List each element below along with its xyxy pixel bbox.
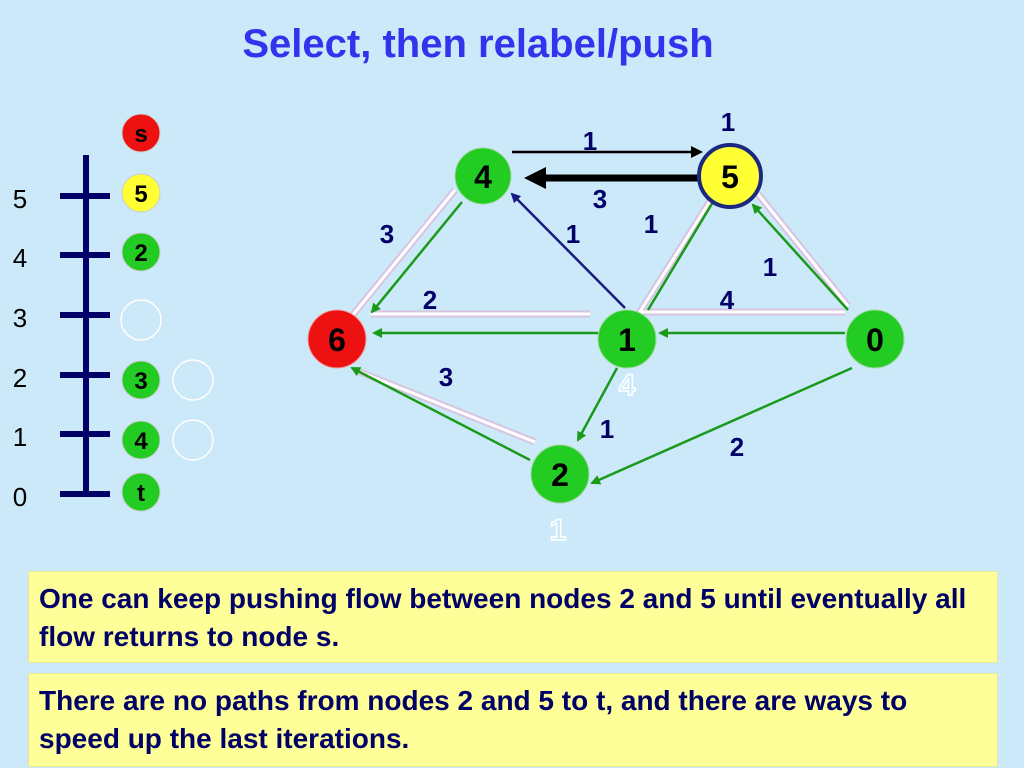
edge-2-6	[350, 366, 531, 462]
node-label: 4	[474, 159, 492, 195]
residual-arrow-inner	[756, 193, 850, 307]
scale-marker-label: 5	[134, 181, 147, 208]
level-scale: 5 4 3 2 1 0 s 5 2 3 4 t	[13, 113, 214, 512]
node-5: 5	[697, 143, 763, 209]
edge-0-5	[751, 203, 849, 311]
residual-arrow-inner	[350, 189, 457, 317]
edge-label: 1	[644, 209, 658, 239]
node-6: 6	[307, 309, 367, 369]
scale-marker	[121, 360, 161, 400]
empty-slot	[172, 419, 214, 461]
edge-label: 3	[380, 219, 394, 249]
ghost-label: 4	[619, 369, 636, 402]
diagram: 5 4 3 2 1 0 s 5 2 3 4 t	[13, 107, 905, 548]
node-4: 4	[454, 147, 512, 205]
edge-label: 4	[720, 285, 735, 315]
node-label: 5	[721, 159, 739, 195]
ghost-label: 1	[550, 514, 567, 547]
edge-label: 1	[763, 252, 777, 282]
edge-1-4	[510, 192, 626, 309]
scale-marker-label: s	[134, 121, 147, 148]
edge-label: 2	[423, 285, 437, 315]
node-0: 0	[845, 309, 905, 369]
edge-label: 3	[439, 362, 453, 392]
slide-title: Select, then relabel/push	[242, 22, 714, 66]
empty-slot	[172, 359, 214, 401]
edge-label: 1	[600, 414, 614, 444]
node-1: 1	[597, 309, 657, 369]
edge-label: 1	[583, 126, 597, 156]
edge-label: 2	[730, 432, 744, 462]
scale-marker	[121, 173, 161, 213]
node-label: 6	[328, 322, 346, 358]
residual-arrow-inner	[634, 197, 714, 319]
scale-marker-label: t	[137, 480, 145, 507]
scale-marker	[121, 420, 161, 460]
edge-5-1	[646, 201, 715, 311]
scale-marker-label: 4	[134, 428, 148, 455]
scale-marker-s	[121, 113, 161, 153]
scale-marker-label: 3	[134, 368, 147, 395]
note-box-1: One can keep pushing flow between nodes …	[28, 571, 998, 663]
scale-marker	[121, 232, 161, 272]
level-label: 2	[13, 363, 27, 393]
empty-slot	[120, 299, 162, 341]
node-label: 0	[866, 322, 884, 358]
node-2: 2	[530, 444, 590, 504]
residual-arrow-inner	[354, 368, 536, 444]
node-label: 2	[551, 457, 569, 493]
level-label: 0	[13, 482, 27, 512]
edge-4-6	[370, 201, 463, 314]
note-box-2: There are no paths from nodes 2 and 5 to…	[28, 673, 998, 767]
edge-label: 1	[721, 107, 735, 137]
edge-label: 3	[593, 184, 607, 214]
edge-label: 1	[566, 219, 580, 249]
level-label: 4	[13, 243, 27, 273]
edge-0-2	[590, 366, 853, 485]
level-label: 1	[13, 422, 27, 452]
edge-1-2	[576, 367, 619, 442]
level-label: 5	[13, 184, 27, 214]
level-label: 3	[13, 303, 27, 333]
node-label: 1	[618, 322, 636, 358]
scale-marker-label: 2	[134, 240, 147, 267]
scale-marker	[121, 472, 161, 512]
